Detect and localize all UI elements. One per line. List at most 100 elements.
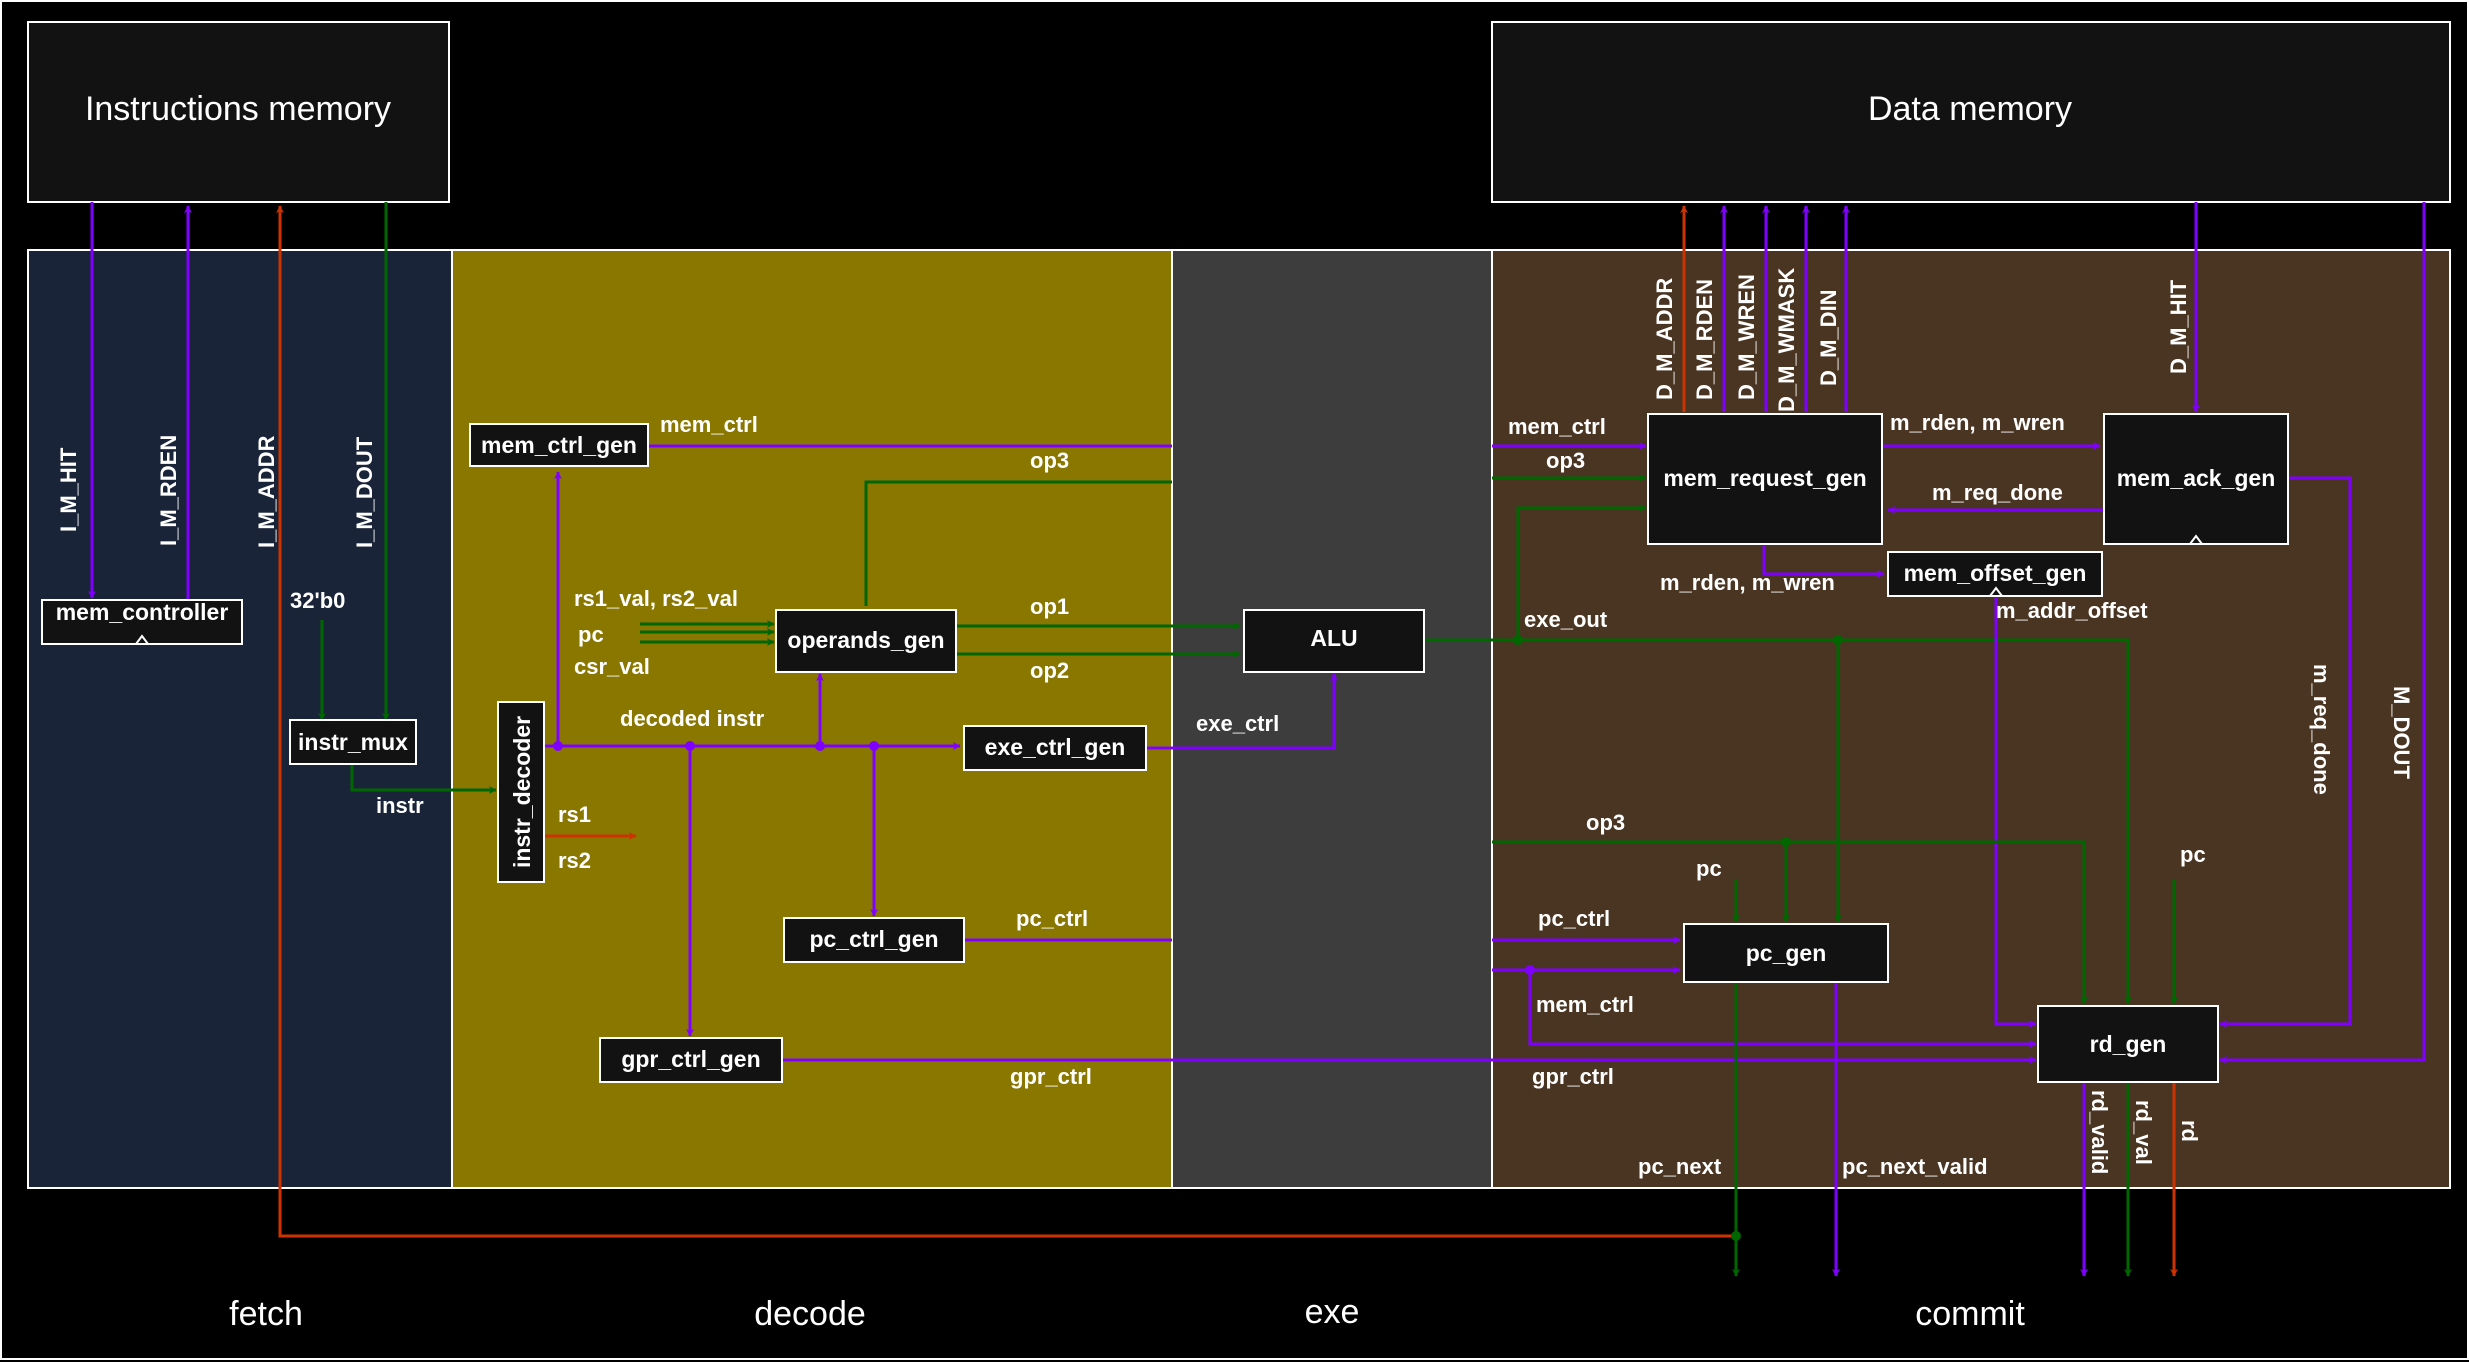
wire-exe-out-to-request: [1516, 504, 1647, 640]
wire-i-m-addr: [280, 206, 1736, 1238]
mem-ctrl-gen-block: [469, 423, 649, 467]
signal-label-pc-next: pc_next: [1638, 1154, 1722, 1179]
wire-m-addr-offset: [1994, 596, 2037, 1028]
signal-label-csr-val: csr_val: [574, 654, 650, 679]
clock-tick-icon: [135, 634, 149, 645]
wire-exe-out-to-rd-gen: [1838, 638, 2132, 1005]
signal-label-i-m-rden: I_M_RDEN: [156, 435, 181, 546]
exe-ctrl-gen-block: [963, 725, 1147, 771]
stage-label-commit: commit: [1915, 1295, 2025, 1333]
signal-label-rs2: rs2: [558, 848, 591, 873]
gpr-ctrl-gen-label: gpr_ctrl_gen: [621, 1046, 760, 1072]
mem-controller-label: mem_controller: [56, 599, 229, 625]
signal-label-op2: op2: [1030, 658, 1069, 683]
signal-label-d-m-hit: D_M_HIT: [2166, 279, 2191, 374]
signal-label-pc: pc: [578, 622, 604, 647]
signal-label-m-rden-wren-2: m_rden, m_wren: [1660, 570, 1835, 595]
gpr-ctrl-gen-block: [599, 1037, 783, 1083]
wire-m-req-done-to-rd: [2219, 476, 2352, 1028]
signal-label-d-m-rden: D_M_RDEN: [1692, 279, 1717, 400]
signal-label-i-m-addr: I_M_ADDR: [254, 435, 279, 548]
stage-label-fetch: fetch: [229, 1295, 303, 1333]
signal-label-rs1: rs1: [558, 802, 591, 827]
signal-label-rd: rd: [2177, 1120, 2202, 1142]
clock-tick-icon: [1989, 586, 2003, 597]
mem-ack-gen-block: [2103, 413, 2289, 545]
signal-label-m-req-done-vertical: m_req_done: [2309, 664, 2334, 795]
signal-label-d-m-addr: D_M_ADDR: [1652, 278, 1677, 400]
mem-ack-gen-label: mem_ack_gen: [2117, 465, 2276, 491]
signal-label-pc-rd: pc: [2180, 842, 2206, 867]
signal-label-op3-lower: op3: [1586, 810, 1625, 835]
instr-mux-label: instr_mux: [298, 729, 408, 755]
pc-ctrl-gen-label: pc_ctrl_gen: [809, 926, 938, 952]
exe-ctrl-gen-label: exe_ctrl_gen: [985, 734, 1126, 760]
signal-label-instr: instr: [376, 793, 424, 818]
signal-label-m-dout: M_DOUT: [2389, 686, 2414, 779]
signal-label-pc-lower: pc: [1696, 856, 1722, 881]
signal-label-gpr-ctrl: gpr_ctrl: [1010, 1064, 1092, 1089]
signal-label-mem-ctrl: mem_ctrl: [660, 412, 758, 437]
commit-region: [1491, 249, 2451, 1189]
signal-label-decoded-instr: decoded instr: [620, 706, 765, 731]
decode-region: [451, 249, 1173, 1189]
signal-label-pc-ctrl: pc_ctrl: [1016, 906, 1088, 931]
rd-gen-block: [2037, 1005, 2219, 1083]
exe-region: [1171, 249, 1493, 1189]
junction-dot: [1513, 635, 1523, 645]
mem-ctrl-gen-label: mem_ctrl_gen: [481, 432, 637, 458]
junction-dot: [815, 741, 825, 751]
wire-op3-decode: [864, 480, 1172, 606]
wire-exe-ctrl: [1146, 673, 1338, 750]
signal-label-op3: op3: [1030, 448, 1069, 473]
mem-request-gen-block: [1647, 413, 1883, 545]
signal-label-op1: op1: [1030, 594, 1069, 619]
clock-tick-icon: [2189, 534, 2203, 545]
signal-label-rs-val: rs1_val, rs2_val: [574, 586, 738, 611]
signal-label-i-m-hit: I_M_HIT: [56, 447, 81, 532]
stage-label-decode: decode: [754, 1295, 866, 1333]
rd-gen-label: rd_gen: [2090, 1031, 2167, 1057]
operands-gen-label: operands_gen: [787, 627, 944, 653]
junction-dot: [1525, 965, 1535, 975]
alu-label: ALU: [1310, 625, 1357, 651]
instructions-memory-label: Instructions memory: [85, 90, 391, 128]
pc-gen-label: pc_gen: [1746, 940, 1827, 966]
stage-label-exe: exe: [1305, 1293, 1360, 1331]
signal-label-m-rden-wren: m_rden, m_wren: [1890, 410, 2065, 435]
signal-label-pc-next-valid: pc_next_valid: [1842, 1154, 1988, 1179]
wire-mem-ctrl-to-rd-gen: [1528, 970, 2037, 1048]
instr-decoder-label: instr_decoder: [509, 716, 535, 868]
junction-dot: [553, 741, 563, 751]
pc-gen-block: [1683, 923, 1889, 983]
instr-decoder-block: [497, 701, 545, 883]
signal-label-mem-ctrl-commit: mem_ctrl: [1508, 414, 1606, 439]
junction-dot: [1833, 635, 1843, 645]
mem-request-gen-label: mem_request_gen: [1663, 465, 1866, 491]
junctions: [553, 635, 1843, 1241]
signal-label-exe-out: exe_out: [1524, 607, 1608, 632]
junction-dot: [685, 741, 695, 751]
instr-mux-block: [289, 719, 417, 765]
signal-label-gpr-ctrl-commit: gpr_ctrl: [1532, 1064, 1614, 1089]
mem-offset-gen-label: mem_offset_gen: [1904, 560, 2087, 586]
signal-label-mem-ctrl-lower: mem_ctrl: [1536, 992, 1634, 1017]
operands-gen-block: [775, 609, 957, 673]
data-memory: [1491, 21, 2451, 203]
data-memory-label: Data memory: [1868, 90, 2072, 128]
signal-label-rd-val: rd_val: [2131, 1100, 2156, 1165]
alu-block: [1243, 609, 1425, 673]
signal-label-m-addr-offset: m_addr_offset: [1996, 598, 2148, 623]
pc-ctrl-gen-block: [783, 917, 965, 963]
wire-to-offset-gen: [1762, 546, 1885, 578]
signal-label-d-m-wren: D_M_WREN: [1734, 274, 1759, 400]
signal-label-op3-commit: op3: [1546, 448, 1585, 473]
instructions-memory: [27, 21, 450, 203]
wire-op3-to-rd: [1492, 840, 2088, 1005]
signal-label-pc-ctrl-commit: pc_ctrl: [1538, 906, 1610, 931]
signal-label-rd-valid: rd_valid: [2087, 1090, 2112, 1174]
wire-m-dout: [2219, 202, 2426, 1064]
junction-dot: [1731, 1231, 1741, 1241]
junction-dot: [869, 741, 879, 751]
